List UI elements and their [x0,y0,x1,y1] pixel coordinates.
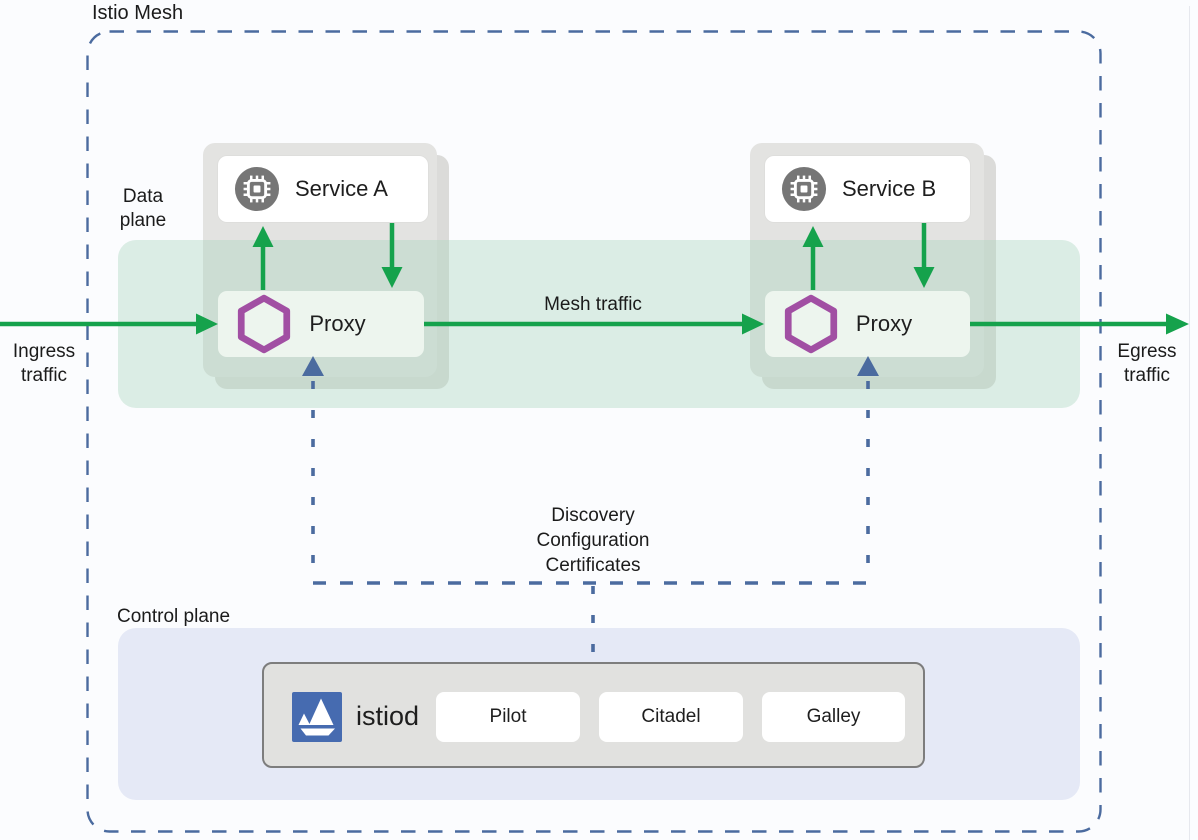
microchip-icon [781,166,827,212]
egress-arrowhead [1166,313,1189,335]
istiod-label: istiod [356,701,420,731]
service-b-label: Service B [842,176,937,201]
component-pilot: Pilot [436,692,580,742]
service-a-box: Service A [218,156,428,222]
proxy-a-box: Proxy [218,291,424,357]
microchip-icon [234,166,280,212]
istio-sailboat-logo [292,692,342,742]
hexagon-icon [784,294,838,354]
data-plane-label: Data plane [119,186,167,231]
hexagon-icon [237,294,291,354]
ingress-traffic-label: Ingress traffic [12,341,76,386]
component-galley: Galley [762,692,905,742]
proxy-b-box: Proxy [765,291,970,357]
mesh-title: Istio Mesh [92,2,184,24]
proxy-a-label: Proxy [309,311,366,336]
egress-traffic-label: Egress traffic [1117,341,1177,386]
control-plane-label: Control plane [117,606,231,627]
istiod-box: istiod Pilot Citadel Galley [262,662,925,768]
service-a-label: Service A [295,176,388,201]
page-edge-divider [1189,6,1190,840]
mesh-traffic-label: Mesh traffic [544,294,642,315]
proxy-b-label: Proxy [855,311,913,336]
component-citadel: Citadel [599,692,743,742]
config-certificates-label: Discovery Configuration Certificates [536,505,650,576]
service-b-box: Service B [765,156,970,222]
